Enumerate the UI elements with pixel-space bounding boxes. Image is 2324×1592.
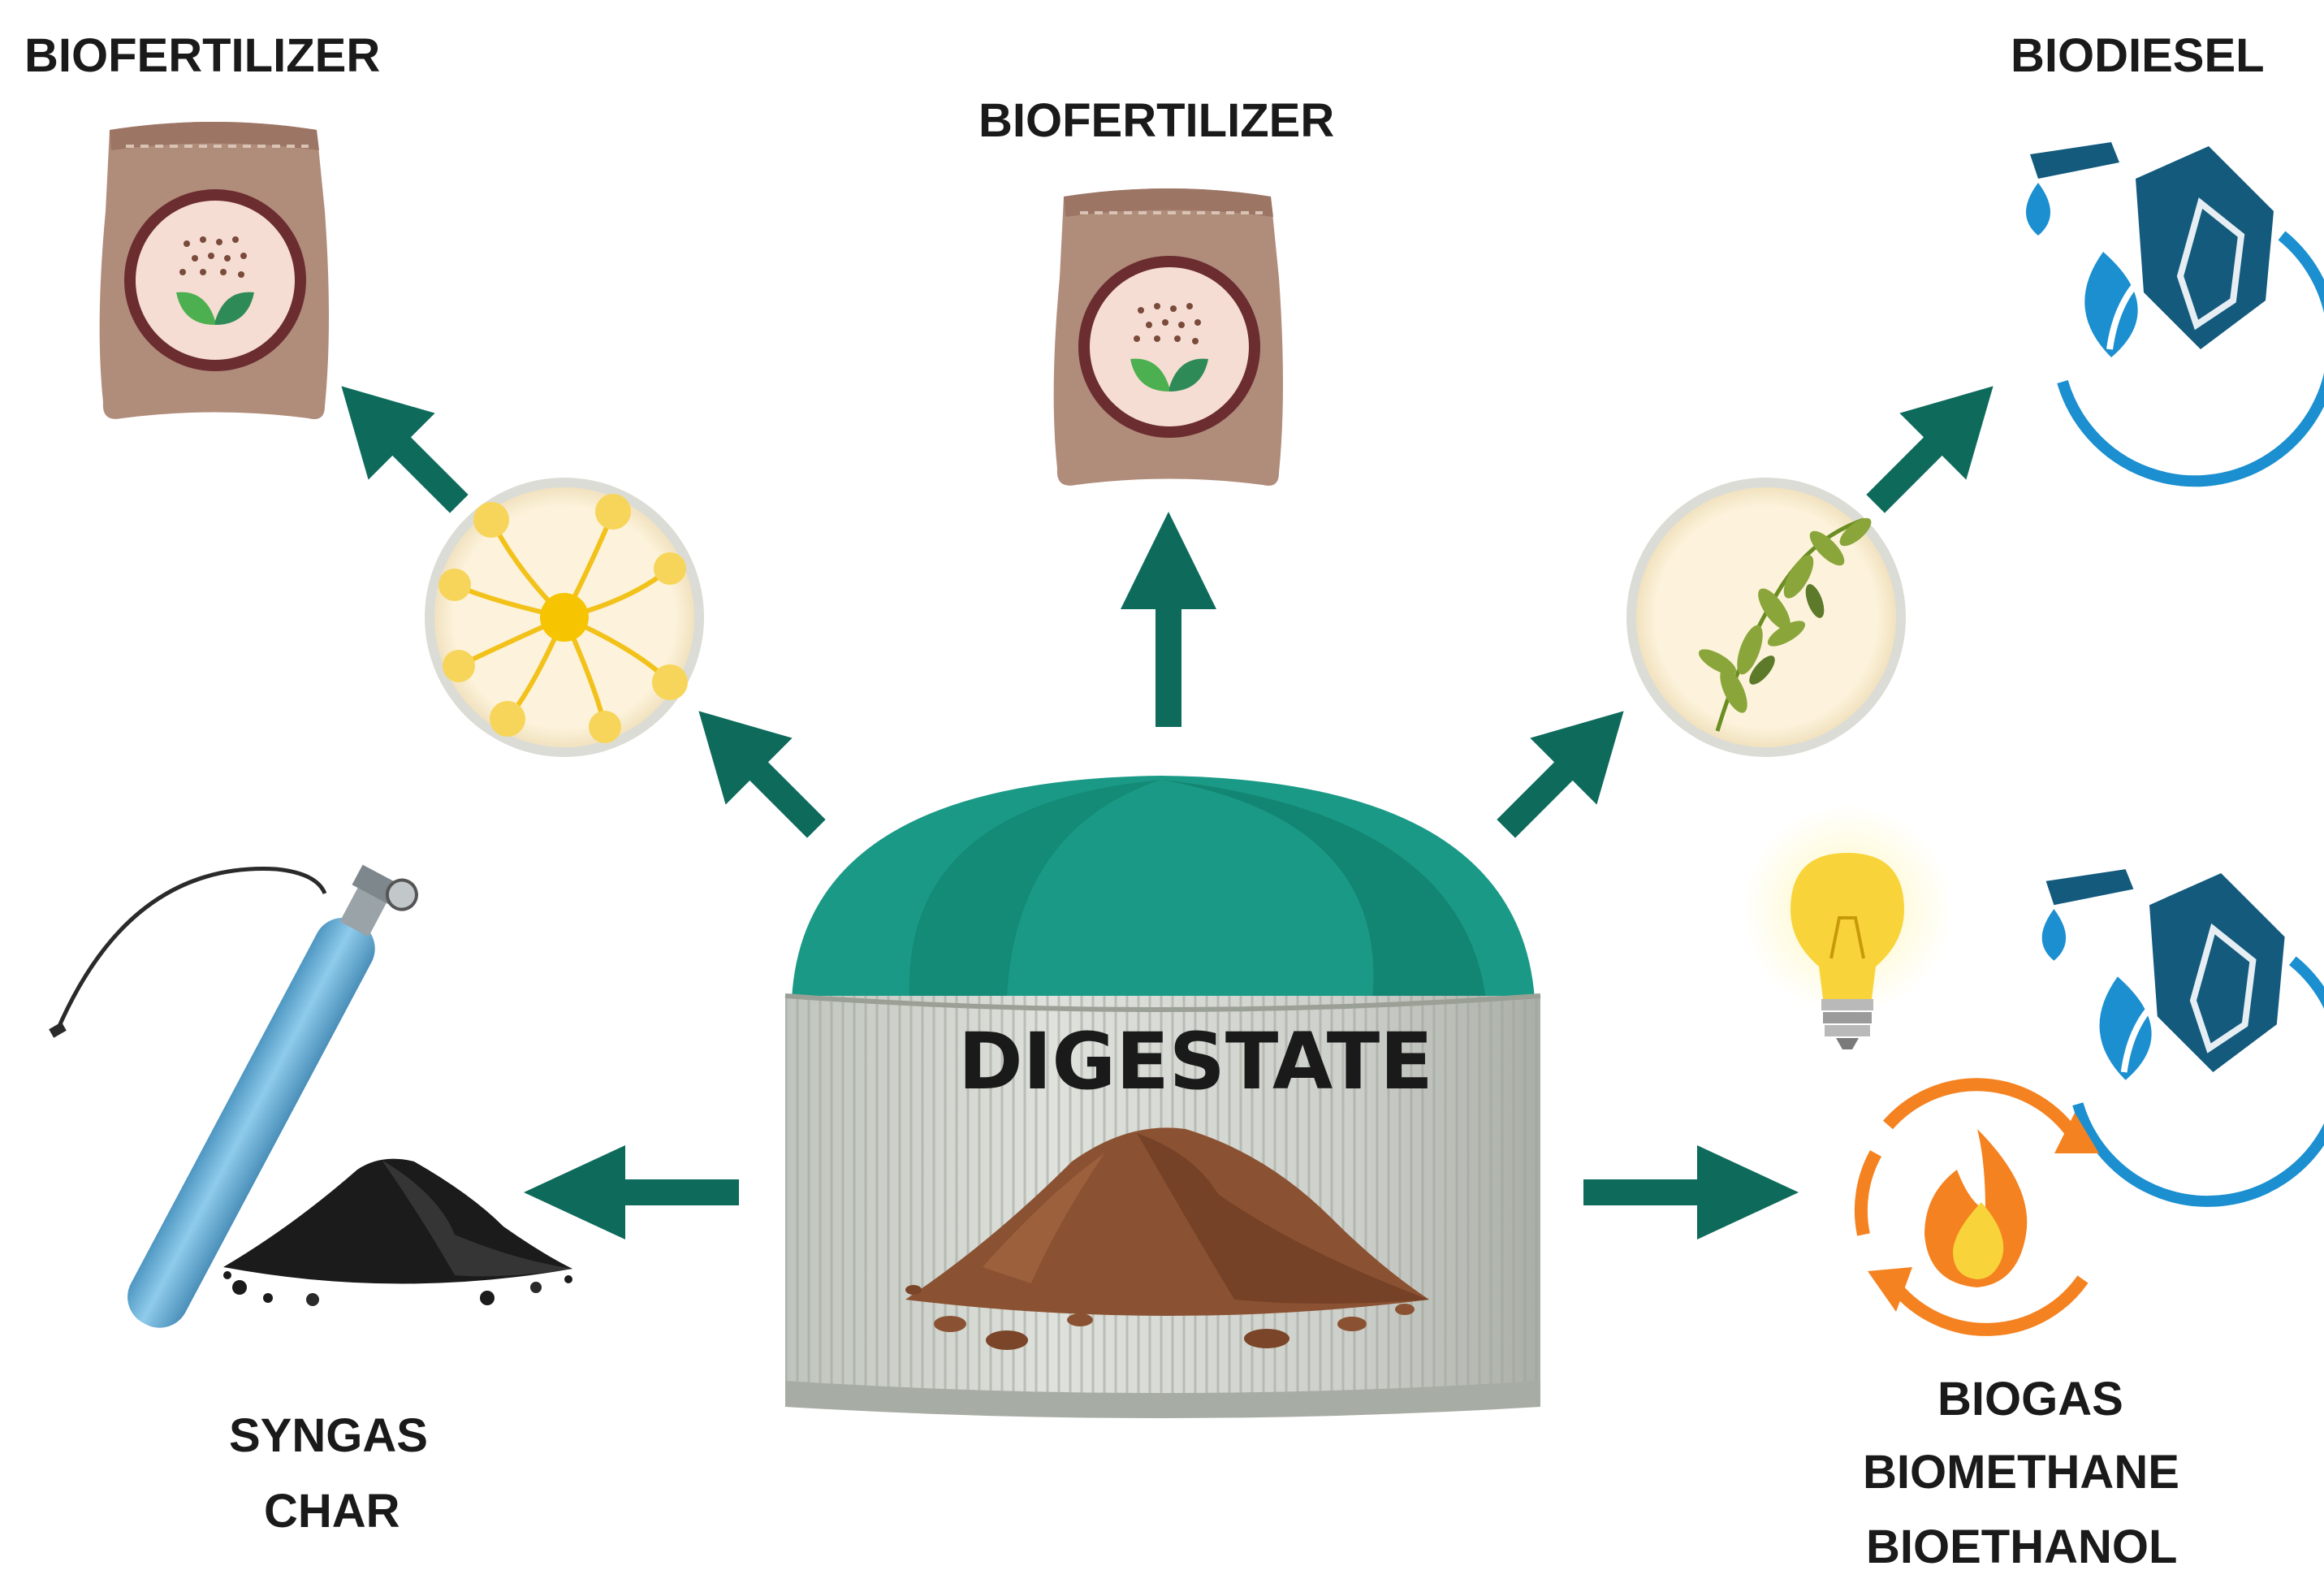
fertilizer-bag-icon xyxy=(1053,188,1283,486)
arrow-upleft-biofertilizer xyxy=(341,386,469,513)
arrows xyxy=(341,386,1994,1239)
biodiesel-can-icon xyxy=(2026,142,2324,487)
label-biomethane: BIOMETHANE xyxy=(1863,1446,2179,1499)
char-pile-icon xyxy=(223,1158,572,1306)
fertilizer-bag-icon xyxy=(99,122,330,419)
label-digestate: DIGESTATE xyxy=(958,1016,1433,1107)
arrow-right-biogas xyxy=(1583,1145,1799,1239)
arrow-upleft-fungus xyxy=(698,711,826,838)
label-biodiesel: BIODIESEL xyxy=(2011,29,2265,82)
label-char: CHAR xyxy=(264,1485,400,1538)
biodiesel-can-icon xyxy=(2041,869,2324,1207)
arrow-upright-biodiesel xyxy=(1866,386,1994,513)
label-biofertilizer-left: BIOFERTILIZER xyxy=(24,29,380,82)
arrow-up-center xyxy=(1121,512,1216,727)
label-biofertilizer-center: BIOFERTILIZER xyxy=(978,94,1334,147)
arrow-upright-algae xyxy=(1497,711,1624,838)
gas-cylinder-icon xyxy=(49,864,418,1328)
label-biogas: BIOGAS xyxy=(1937,1373,2123,1425)
flame-cycle-icon xyxy=(1854,1078,2099,1336)
light-bulb-icon xyxy=(1742,804,1953,1049)
arrow-left-syngas xyxy=(524,1145,739,1239)
soil-pile-icon xyxy=(905,1127,1429,1350)
label-bioethanol: BIOETHANOL xyxy=(1866,1521,2177,1573)
fungus-petri-dish-icon xyxy=(425,478,704,757)
digester-tank-icon: DIGESTATE xyxy=(784,776,1541,1418)
label-syngas: SYNGAS xyxy=(229,1409,428,1462)
algae-petri-dish-icon xyxy=(1626,478,1906,757)
